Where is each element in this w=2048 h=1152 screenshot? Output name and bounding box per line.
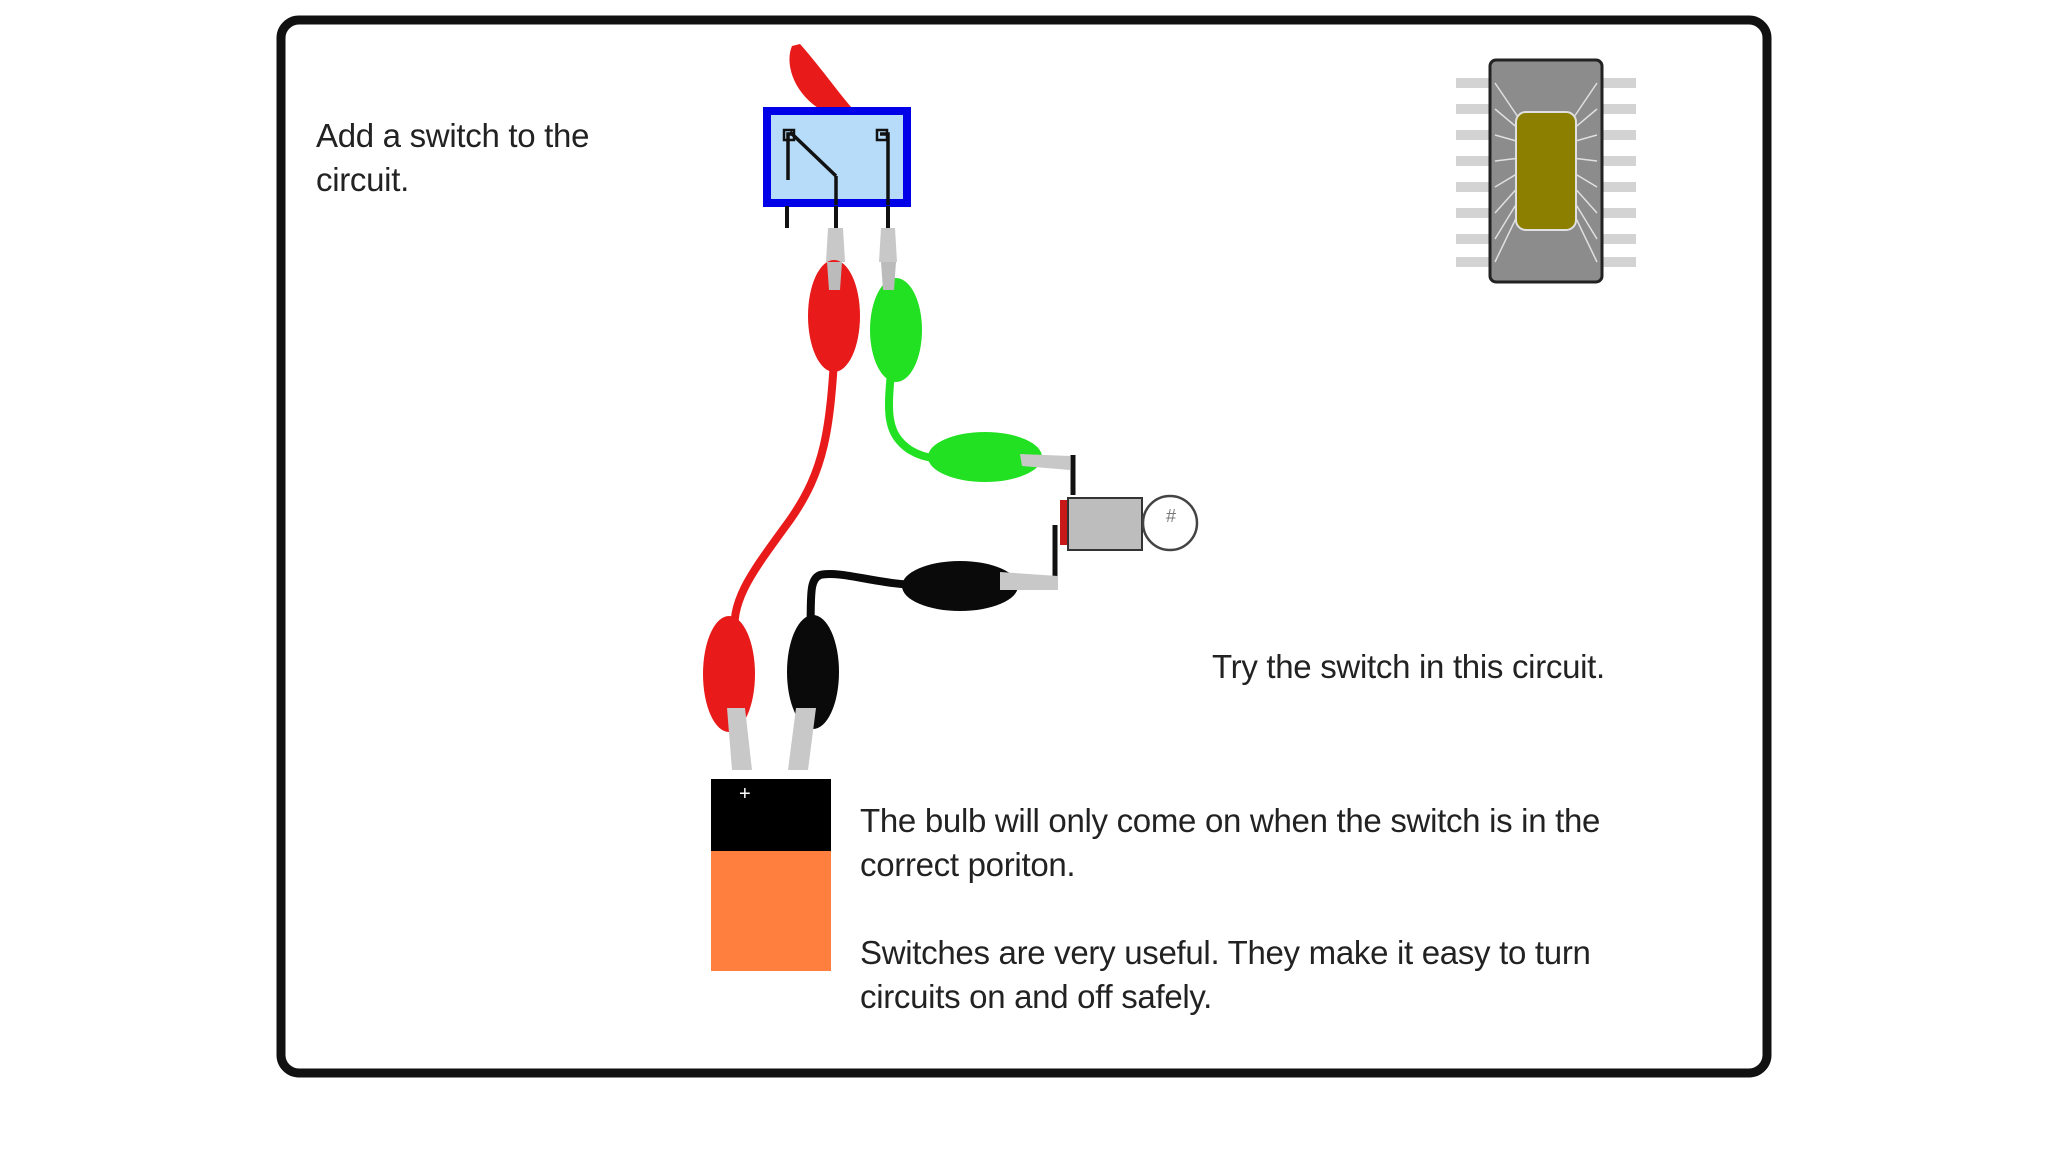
alligator-clip-icon: [870, 228, 922, 382]
light-bulb-icon: #: [1052, 455, 1199, 580]
switch-blade: [788, 130, 838, 178]
black-wire: [806, 570, 924, 639]
bulb-filament: #: [1166, 506, 1176, 526]
black-clip-bulb: [902, 561, 1018, 611]
switch-lever: [789, 44, 852, 108]
alligator-clip-icon: [928, 432, 1070, 482]
microchip-icon: [1456, 58, 1636, 284]
green-clip-switch: [870, 278, 922, 382]
battery-plus-mark: +: [739, 783, 751, 805]
battery-body: [711, 851, 831, 971]
green-clip-bulb: [928, 432, 1042, 482]
switches-note-text: Switches are very useful. They make it e…: [860, 934, 1591, 1015]
black-clip-battery: [787, 615, 839, 729]
slide-frame: [276, 15, 1772, 1078]
toggle-switch-icon: [763, 44, 911, 228]
bulb-note-text: The bulb will only come on when the swit…: [860, 802, 1601, 883]
red-clip-battery: [703, 616, 755, 732]
red-wire: [730, 341, 839, 644]
chip-die: [1515, 111, 1577, 231]
bulb-base: [1067, 497, 1143, 551]
bulb-glass: [1141, 494, 1199, 552]
alligator-clip-icon: [902, 561, 1058, 611]
instruction-text: Add a switch to the circuit.: [316, 117, 590, 198]
battery-top: [711, 779, 831, 851]
try-switch-text: Try the switch in this circuit.: [1212, 648, 1605, 685]
red-clip-switch: [808, 260, 860, 372]
battery-icon: +: [703, 615, 839, 971]
alligator-clip-icon: [808, 228, 860, 372]
